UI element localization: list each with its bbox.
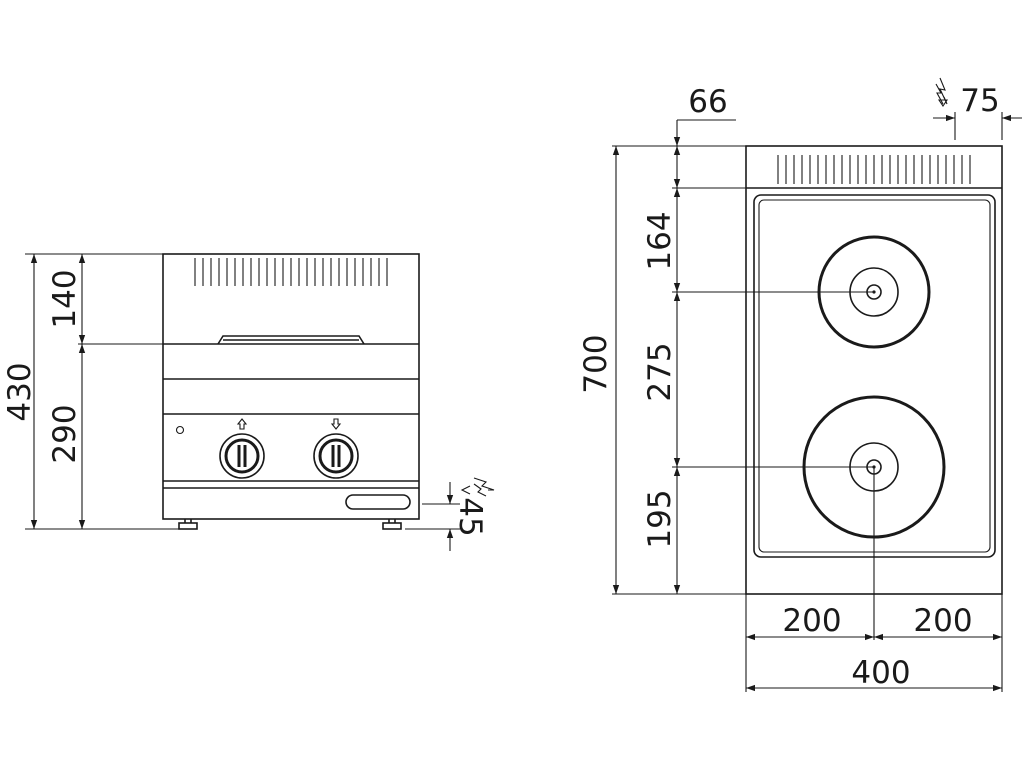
appliance-body [162, 253, 420, 520]
indicator-lamp [175, 425, 185, 435]
dim-total-height: 430 [2, 362, 38, 421]
control-knob-left [219, 433, 265, 479]
dim-right-half: 200 [913, 603, 972, 639]
dim-upper-height: 140 [47, 269, 83, 328]
dim-hob2-to-front: 195 [642, 489, 678, 548]
handle-slot [345, 494, 411, 510]
dim-rear-to-hob1: 164 [642, 211, 678, 270]
vent-slots-top [777, 155, 971, 184]
dim-supply-height: 45 [452, 497, 488, 536]
control-knob-right [313, 433, 359, 479]
dim-depth: 700 [578, 334, 614, 393]
dim-left-half: 200 [782, 603, 841, 639]
dim-width: 400 [851, 655, 910, 691]
electric-supply-icon [460, 477, 495, 497]
dim-hob-spacing: 275 [642, 342, 678, 401]
arrow-down-icon [330, 418, 342, 430]
dim-supply-offset: 75 [960, 83, 999, 119]
hot-plate-profile [217, 335, 365, 345]
dim-rear-offset: 66 [688, 84, 727, 120]
top-view: 700 66 164 275 195 75 200 200 400 [578, 77, 1022, 692]
feet [178, 519, 402, 530]
front-view: 430 140 290 45 [2, 253, 495, 551]
arrow-up-icon [236, 418, 248, 430]
electric-supply-icon-top [935, 77, 949, 107]
dim-lower-height: 290 [47, 404, 83, 463]
vent-slots-front [194, 258, 388, 286]
